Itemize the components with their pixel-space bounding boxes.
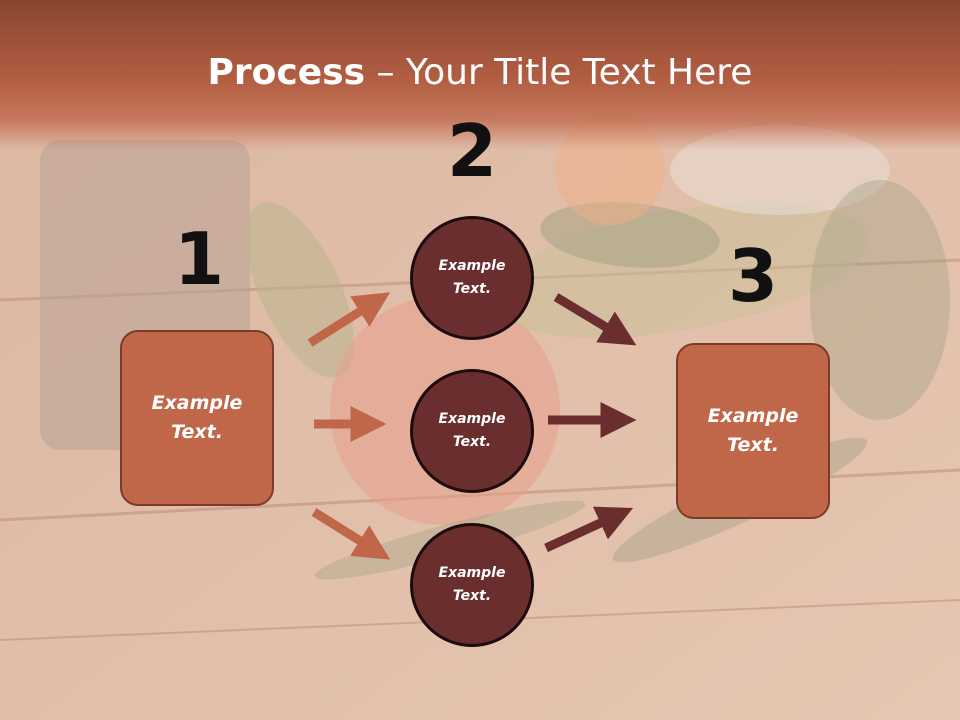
title-rest: – Your Title Text Here <box>365 52 753 93</box>
title-bold: Process <box>207 52 366 93</box>
step-3-number: 3 <box>727 234 779 318</box>
step-2-circle-bottom[interactable]: Example Text. <box>410 523 534 647</box>
arrow-1-to-bottom <box>311 508 391 560</box>
arrow-top-to-3 <box>553 293 637 346</box>
circle-bottom-text: Example Text. <box>438 565 506 604</box>
step-2-number: 2 <box>446 109 498 193</box>
slide-title: Process – Your Title Text Here <box>0 52 960 93</box>
circle-top-text: Example Text. <box>438 258 506 297</box>
step-1-box-text: Example Text. <box>151 392 243 443</box>
step-3-box[interactable]: Example Text. <box>676 343 830 519</box>
step-1-box[interactable]: Example Text. <box>120 330 274 506</box>
step-2-circle-top[interactable]: Example Text. <box>410 216 534 340</box>
step-2-circle-middle[interactable]: Example Text. <box>410 369 534 493</box>
circle-middle-text: Example Text. <box>438 411 506 450</box>
arrow-bottom-to-3 <box>544 506 634 553</box>
step-3-box-text: Example Text. <box>707 405 799 456</box>
step-1-number: 1 <box>173 217 225 301</box>
title-band <box>0 0 960 150</box>
arrow-1-to-top <box>307 292 391 347</box>
